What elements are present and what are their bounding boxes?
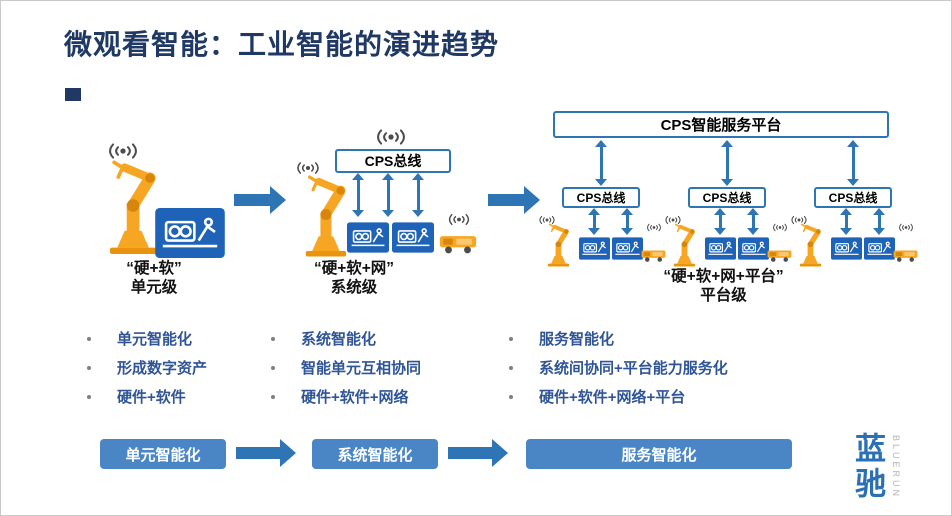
machine-unit-icon [864,235,895,262]
arrow-right-icon [448,439,508,467]
robot-arm-icon [791,221,829,267]
machine-unit-icon [392,217,434,258]
machine-unit-icon [612,235,643,262]
stage-platform-label: “硬+软+网+平台” 平台级 [601,267,846,305]
bullet-dot-icon [271,336,275,341]
double-arrow-icon [352,173,364,217]
signal-icon [443,213,475,226]
bullet-item: 硬件+软件+网络 [271,382,421,411]
platform-node-group [539,207,667,265]
cps-platform-box: CPS智能服务平台 [553,111,889,138]
signal-icon [369,128,413,146]
double-arrow-icon [847,140,859,186]
bullet-item: 单元智能化 [87,324,207,353]
signal-icon [895,223,917,232]
bullet-text: 硬件+软件+网络 [301,389,409,406]
arrow-right-icon [488,186,540,214]
double-arrow-icon [412,173,424,217]
arrow-right-icon [236,439,296,467]
bullet-text: 服务智能化 [539,331,615,348]
double-arrow-icon [747,208,759,235]
cps-bus-label: CPS总线 [702,191,752,205]
robot-arm-icon [665,221,703,267]
stage-system-bullet-list: 系统智能化 智能单元互相协同 硬件+软件+网络 [271,324,421,411]
bullet-item: 服务智能化 [509,324,728,353]
double-arrow-icon [621,208,633,235]
banner-service-intelligence: 服务智能化 [526,439,792,469]
machine-unit-icon [154,208,226,258]
arrow-right-icon [234,186,286,214]
cps-bus-label: CPS总线 [576,191,626,205]
double-arrow-icon [595,140,607,186]
logo-en-text: BLUERUN [891,435,901,500]
stage-platform-bullet-list: 服务智能化 系统间协同+平台能力服务化 硬件+软件+网络+平台 [509,324,728,411]
agv-icon [893,247,918,263]
cps-bus-box: CPS总线 [335,149,451,173]
cps-bus-box: CPS总线 [562,187,640,208]
machine-unit-icon [347,217,389,258]
bullet-text: 单元智能化 [117,331,193,348]
banner-system-intelligence: 系统智能化 [312,439,438,469]
cps-platform-label: CPS智能服务平台 [660,117,782,134]
bullet-item: 硬件+软件 [87,382,207,411]
stage-name-line1: “硬+软” [126,260,182,277]
machine-unit-icon [705,235,736,262]
agv-icon [439,231,477,255]
bullet-dot-icon [509,336,513,341]
bullet-text: 形成数字资产 [117,360,208,377]
cps-bus-box: CPS总线 [814,187,892,208]
stage-unit-label: “硬+软” 单元级 [83,259,225,297]
agv-icon [641,247,666,263]
stage-name-line2: 平台级 [700,287,747,304]
bullet-item: 硬件+软件+网络+平台 [509,382,728,411]
stage-name-line2: 系统级 [330,279,378,296]
machine-unit-icon [738,235,769,262]
bullet-item: 智能单元互相协同 [271,353,421,382]
robot-arm-icon [539,221,577,267]
machine-unit-icon [831,235,862,262]
bullet-dot-icon [509,394,513,399]
bullet-dot-icon [87,336,91,341]
bullet-text: 系统智能化 [301,331,377,348]
banner-unit-intelligence: 单元智能化 [100,439,226,469]
title-accent-square [65,88,81,101]
double-arrow-icon [382,173,394,217]
double-arrow-icon [588,208,600,235]
cps-bus-label: CPS总线 [828,191,878,205]
double-arrow-icon [721,140,733,186]
double-arrow-icon [714,208,726,235]
bullet-text: 硬件+软件 [117,389,186,406]
logo-cn-text: 蓝驰 [850,432,885,502]
stage-name-line1: “硬+软+网+平台” [663,268,784,285]
stage-name-line1: “硬+软+网” [313,260,395,277]
bullet-dot-icon [87,394,91,399]
platform-node-group [665,207,793,265]
bullet-text: 智能单元互相协同 [301,360,422,377]
page-title: 微观看智能：工业智能的演进趋势 [64,28,500,61]
machine-unit-icon [579,235,610,262]
platform-node-group [791,207,919,265]
bullet-text: 硬件+软件+网络+平台 [539,389,686,406]
cps-bus-box: CPS总线 [688,187,766,208]
stage-system-label: “硬+软+网” 系统级 [284,259,424,297]
bullet-dot-icon [271,394,275,399]
bullet-item: 系统间协同+平台能力服务化 [509,353,728,382]
bullet-dot-icon [509,365,513,370]
bullet-item: 系统智能化 [271,324,421,353]
bullet-dot-icon [271,365,275,370]
agv-icon [767,247,792,263]
bullet-dot-icon [87,365,91,370]
double-arrow-icon [873,208,885,235]
bullet-text: 系统间协同+平台能力服务化 [539,360,728,377]
stage-unit-bullet-list: 单元智能化 形成数字资产 硬件+软件 [87,324,207,411]
stage-name-line2: 单元级 [130,279,178,296]
bullet-item: 形成数字资产 [87,353,207,382]
double-arrow-icon [840,208,852,235]
cps-bus-label: CPS总线 [364,153,422,169]
